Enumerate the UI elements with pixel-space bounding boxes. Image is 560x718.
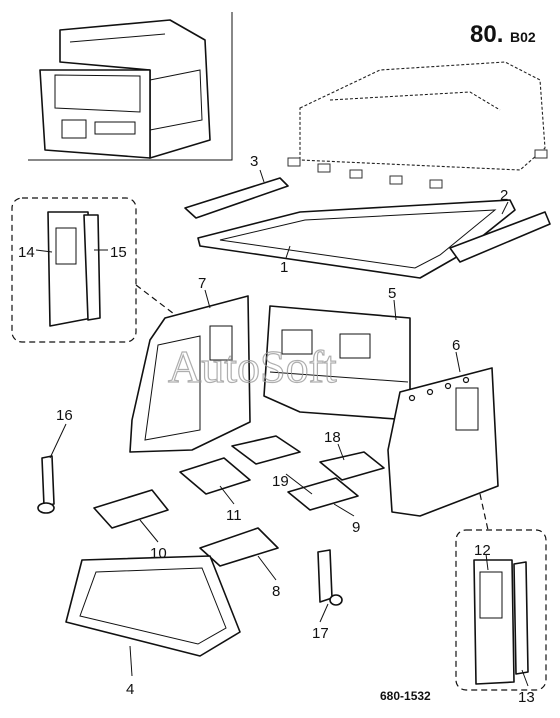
part-5-window-right	[339, 333, 371, 359]
roof-shell-outline	[299, 61, 546, 171]
inset-roof-line	[69, 33, 166, 43]
leader-10	[139, 519, 159, 543]
callout-18: 18	[324, 429, 341, 446]
leader-13	[521, 669, 529, 687]
leader-19	[285, 473, 313, 495]
roof-mount-2	[317, 163, 331, 173]
cab-overview-inset	[28, 12, 233, 161]
leader-1	[285, 245, 291, 259]
part-5-rear-wall	[263, 305, 411, 421]
inset-lamp	[94, 121, 136, 135]
leader-12	[485, 553, 489, 571]
part-2-rear-strip	[449, 211, 551, 263]
drawing-number: 680-1532	[380, 689, 431, 703]
callout-8: 8	[272, 583, 280, 600]
inset-cab-roof	[59, 19, 211, 159]
callout-2: 2	[500, 187, 508, 204]
part-14-window	[55, 227, 77, 265]
part-10-floor-panel	[93, 489, 169, 529]
group-number: 80.	[470, 21, 503, 48]
part-16-foot	[37, 502, 55, 514]
leader-16	[49, 423, 67, 459]
callout-6: 6	[452, 337, 460, 354]
callout-7: 7	[198, 275, 206, 292]
part-6-hole-1	[408, 394, 416, 402]
roof-mount-6	[534, 149, 548, 159]
callout-14: 14	[18, 244, 35, 261]
detail-box-14-15	[11, 197, 137, 343]
part-7-window	[209, 325, 233, 361]
part-15-seal	[83, 214, 101, 321]
part-6-hole-2	[426, 388, 434, 396]
roof-mount-4	[389, 175, 403, 185]
callout-5: 5	[388, 285, 396, 302]
part-6-hole-4	[462, 376, 470, 384]
callout-17: 17	[312, 625, 329, 642]
part-12-window	[479, 571, 503, 619]
roof-mount-5	[429, 179, 443, 189]
leader-6	[455, 351, 461, 373]
part-6-right-side-frame	[387, 367, 499, 517]
leader-11	[219, 485, 235, 505]
roof-shell-ridge	[329, 91, 501, 111]
part-3-roof-strip	[184, 177, 289, 219]
leader-17	[319, 603, 329, 623]
callout-3: 3	[250, 153, 258, 170]
inset-grille	[61, 119, 87, 139]
roof-shell	[287, 61, 548, 189]
autosoft-watermark: AutoSoft	[168, 341, 337, 392]
callout-9: 9	[352, 519, 360, 536]
leader-4	[129, 645, 133, 677]
floor-panel-upper	[231, 435, 301, 465]
part-17-foot	[329, 594, 343, 606]
callout-15: 15	[110, 244, 127, 261]
inset-windscreen	[54, 74, 141, 113]
part-7-door-opening	[144, 335, 201, 441]
detail-leader-12-13	[479, 493, 489, 531]
part-7-left-side-frame	[129, 295, 251, 453]
part-9-floor-panel	[287, 477, 359, 511]
leader-2	[501, 201, 509, 215]
callout-12: 12	[474, 542, 491, 559]
leader-lines	[35, 169, 529, 687]
part-18-floor-panel	[319, 451, 385, 481]
callout-4: 4	[126, 681, 134, 698]
leader-18	[337, 443, 345, 461]
leader-14	[35, 249, 53, 253]
part-4-windscreen-frame	[65, 555, 241, 657]
callout-19: 19	[272, 473, 289, 490]
part-5-window-left	[281, 329, 313, 355]
inset-side-window	[149, 69, 203, 131]
callout-11: 11	[226, 507, 242, 524]
roof-mount-3	[349, 169, 363, 179]
callout-10: 10	[150, 545, 167, 562]
callout-13: 13	[518, 689, 535, 706]
part-12-door-pillar	[473, 559, 515, 685]
part-11-floor-panel	[179, 457, 251, 495]
leader-8	[257, 555, 277, 581]
callout-1: 1	[280, 259, 288, 276]
leader-9	[333, 503, 355, 517]
part-17-bracket	[317, 549, 333, 603]
callout-16: 16	[56, 407, 73, 424]
inset-cab-front	[39, 69, 151, 159]
leader-5	[393, 299, 397, 321]
group-suffix: B02	[510, 29, 536, 45]
part-1-roof-frame-inner	[219, 209, 497, 269]
part-8-floor-panel	[199, 527, 279, 567]
leader-3	[259, 169, 265, 183]
part-16-post	[41, 455, 55, 507]
leader-7	[204, 289, 211, 309]
part-5-crossmember	[269, 371, 409, 383]
detail-box-12-13	[455, 529, 547, 691]
inset-frame	[28, 12, 233, 161]
callout-labels: 1 2 3 4 5 6 7 8 9 10 11 12 13 14 15 16 1…	[18, 153, 535, 706]
part-4-windscreen-inner	[79, 567, 227, 645]
roof-mount-1	[287, 157, 301, 167]
part-6-window	[455, 387, 479, 431]
part-6-hole-3	[444, 382, 452, 390]
part-13-seal	[513, 561, 529, 675]
